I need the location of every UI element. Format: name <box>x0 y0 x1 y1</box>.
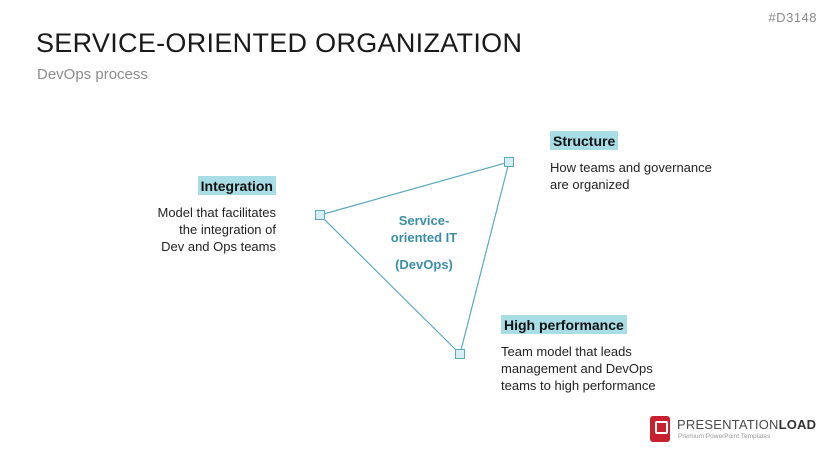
high-performance-desc-line: Team model that leads <box>501 344 632 359</box>
page-subtitle: DevOps process <box>37 66 148 83</box>
integration-desc-line: Model that facilitates <box>157 205 276 220</box>
logo-mark-icon <box>650 416 670 442</box>
center-label-line2: oriented IT <box>390 230 458 245</box>
integration-heading: Integration <box>197 176 276 195</box>
structure-desc-line: are organized <box>550 177 630 192</box>
integration-desc-line: the integration of <box>179 222 276 237</box>
high-performance-block: High performance Team model that leads m… <box>501 315 721 394</box>
structure-desc-line: How teams and governance <box>550 160 712 175</box>
structure-heading: Structure <box>550 131 619 150</box>
high-performance-description: Team model that leads management and Dev… <box>501 343 721 394</box>
structure-block: Structure How teams and governance are o… <box>550 131 770 193</box>
logo-brand-bold: LOAD <box>778 417 817 432</box>
logo-tagline: Premium PowerPoint Templates <box>678 433 771 440</box>
integration-desc-line: Dev and Ops teams <box>161 239 276 254</box>
high-performance-heading: High performance <box>501 315 627 334</box>
slide-code: #D3148 <box>768 10 817 25</box>
center-label: Service- oriented IT (DevOps) <box>360 212 488 273</box>
structure-description: How teams and governance are organized <box>550 159 770 193</box>
logo-brand: PRESENTATIONLOAD <box>677 417 816 432</box>
integration-block: Integration Model that facilitates the i… <box>56 176 276 255</box>
high-performance-desc-line: teams to high performance <box>501 378 656 393</box>
integration-description: Model that facilitates the integration o… <box>56 204 276 255</box>
node-integration <box>315 210 325 220</box>
high-performance-desc-line: management and DevOps <box>501 361 653 376</box>
center-label-line3: (DevOps) <box>395 257 453 272</box>
logo-brand-light: PRESENTATION <box>677 417 779 432</box>
presentationload-logo: PRESENTATIONLOAD Premium PowerPoint Temp… <box>650 416 816 446</box>
center-label-line1: Service- <box>398 213 450 228</box>
node-structure <box>504 157 514 167</box>
triangle-outline <box>318 161 510 356</box>
node-high-performance <box>455 349 465 359</box>
page-title: SERVICE-ORIENTED ORGANIZATION <box>36 28 523 58</box>
